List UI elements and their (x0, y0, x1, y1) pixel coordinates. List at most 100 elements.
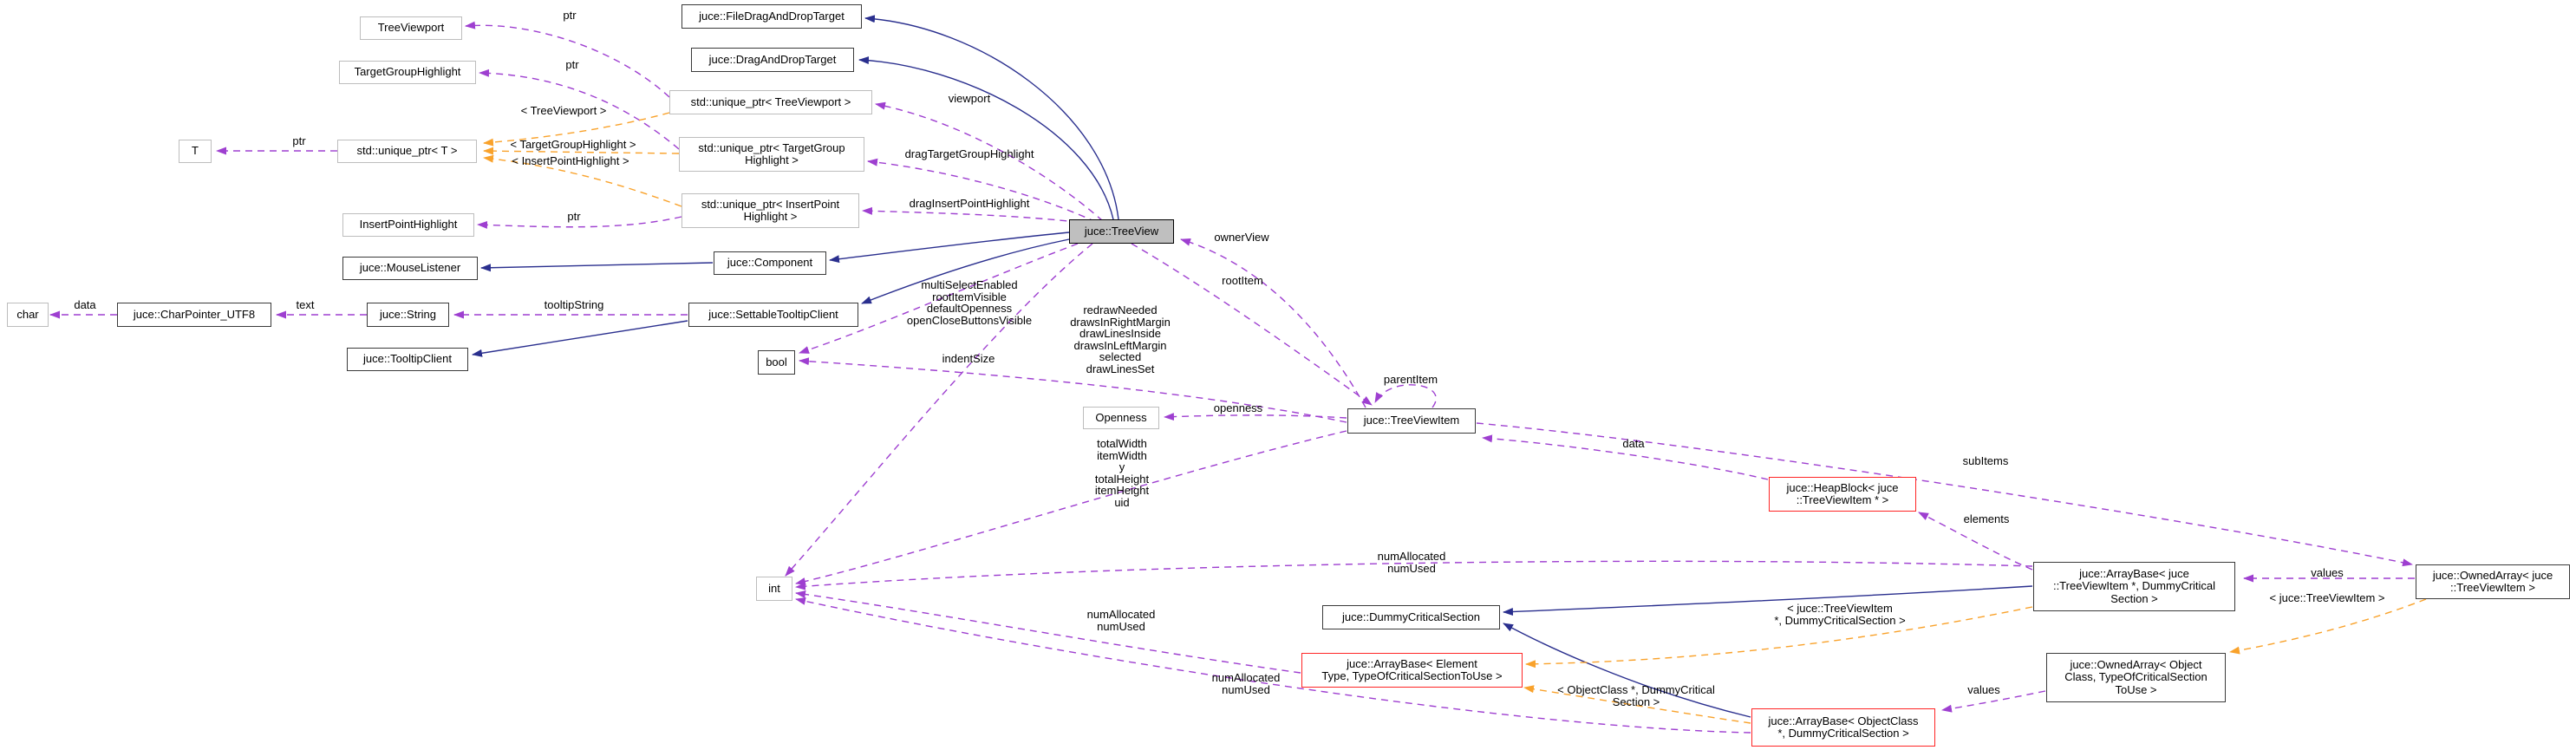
edge-TreeView-to-Component (829, 232, 1070, 264)
class-node-CharPointer_UTF8[interactable]: juce::CharPointer_UTF8 (117, 303, 271, 327)
class-node-label: Highlight > (743, 210, 798, 223)
class-node-label: juce::TreeView (1084, 224, 1159, 238)
edge-label-line: numUsed (1222, 682, 1270, 696)
class-node-label: int (768, 581, 780, 595)
edge-label-line: < InsertPointHighlight > (512, 154, 629, 167)
class-node-label: juce::Component (727, 256, 813, 270)
edge-ArrayBaseTVI-to-DummyCriticalSection (1503, 585, 2033, 616)
class-node-label: std::unique_ptr< InsertPoint (701, 197, 840, 211)
edge-label-line: uid (1114, 495, 1130, 509)
edge-label-line: openness (1213, 401, 1263, 414)
edge-TreeView-to-int (785, 243, 1093, 577)
edge-label-t_viewport: < TreeViewport > (521, 105, 607, 117)
class-node-label: juce::ArrayBase< juce (2079, 566, 2189, 580)
edge-label-line: data (74, 298, 96, 311)
class-node-label: Type, TypeOfCriticalSectionToUse > (1321, 669, 1503, 682)
edge-label-line: itemHeight (1094, 484, 1150, 497)
class-node-HeapBlock[interactable]: juce::HeapBlock< juce::TreeViewItem * > (1769, 477, 1916, 512)
edge-label-elements: elements (1964, 513, 2010, 525)
class-node-OwnedArrayTVI[interactable]: juce::OwnedArray< juce::TreeViewItem > (2416, 564, 2570, 599)
class-node-label: Highlight > (745, 153, 799, 166)
class-node-DummyCriticalSection[interactable]: juce::DummyCriticalSection (1322, 605, 1500, 629)
edge-label-openness: openness (1214, 402, 1262, 414)
edge-label-line: tooltipString (544, 298, 604, 311)
class-node-MouseListener[interactable]: juce::MouseListener (342, 257, 478, 280)
edge-OwnedArrayTVI-to-OwnedArrayObj (2229, 598, 2427, 655)
class-node-label: juce::TreeViewItem (1363, 414, 1460, 427)
class-node-String[interactable]: juce::String (367, 303, 449, 327)
class-node-TargetGroupHighlight: TargetGroupHighlight (339, 61, 476, 84)
class-node-label: juce::SettableTooltipClient (708, 307, 838, 321)
edge-label-values_a: values (2311, 567, 2344, 579)
edge-label-line: ptr (563, 9, 577, 22)
edge-OwnedArrayObj-to-ArrayBaseObj (1941, 690, 2046, 713)
edge-label-line: numAllocated (1211, 671, 1281, 684)
edge-label-line: < juce::TreeViewItem > (2269, 591, 2385, 604)
edge-label-line: drawLinesInside (1079, 327, 1161, 340)
edge-label-line: elements (1963, 512, 2010, 525)
edge-label-heap_data: data (1622, 438, 1644, 450)
class-node-Component[interactable]: juce::Component (714, 251, 826, 275)
class-node-label: InsertPointHighlight (359, 218, 458, 232)
edge-uptrTreeViewport-to-TreeViewport (465, 21, 670, 98)
edge-ArrayBaseObj-to-DummyCriticalSection (1503, 623, 1751, 718)
edge-label-parent_item: parentItem (1384, 374, 1438, 386)
edge-label-line: ptr (567, 210, 581, 223)
class-node-label: TargetGroupHighlight (354, 65, 461, 79)
class-node-bool: bool (758, 350, 795, 375)
edge-label-char_data: data (74, 299, 95, 311)
class-node-int: int (756, 577, 792, 601)
class-node-label: juce::MouseListener (359, 261, 461, 275)
edge-label-text: text (297, 299, 315, 311)
class-node-label: juce::DragAndDropTarget (708, 52, 837, 66)
edge-label-line: Section > (1612, 695, 1660, 708)
edge-label-ptr_insert: ptr (567, 211, 580, 223)
edge-label-line: multiSelectEnabled (921, 278, 1018, 291)
edge-TreeView-to-uptrTargetGroup (867, 158, 1097, 223)
class-node-FileDragAndDropTarget[interactable]: juce::FileDragAndDropTarget (681, 4, 862, 29)
edge-label-line: redrawNeeded (1083, 303, 1158, 316)
edge-label-drag_insert: dragInsertPointHighlight (910, 198, 1030, 210)
edge-TreeView-to-SettableTooltipClient (861, 238, 1070, 304)
class-node-TreeViewItem[interactable]: juce::TreeViewItem (1347, 408, 1476, 434)
edge-label-line: < juce::TreeViewItem (1787, 602, 1893, 615)
class-node-ArrayBaseTVI[interactable]: juce::ArrayBase< juce::TreeViewItem *, D… (2033, 562, 2235, 611)
class-node-label: juce::FileDragAndDropTarget (699, 9, 845, 23)
edge-TreeView-to-uptrTreeViewport (875, 101, 1104, 222)
edge-label-line: drawsInLeftMargin (1073, 338, 1167, 352)
class-node-uptrTreeViewport: std::unique_ptr< TreeViewport > (669, 90, 872, 114)
edge-label-line: < ObjectClass *, DummyCritical (1557, 683, 1715, 696)
edge-TreeView-to-uptrInsertPoint (862, 206, 1092, 225)
edge-label-line: indentSize (942, 352, 995, 365)
class-node-SettableTooltipClient[interactable]: juce::SettableTooltipClient (688, 303, 858, 327)
class-node-label: juce::HeapBlock< juce (1786, 480, 1899, 494)
edge-label-line: numUsed (1387, 561, 1436, 575)
class-node-TreeViewport: TreeViewport (360, 16, 462, 40)
edge-label-line: totalHeight (1094, 472, 1150, 486)
class-node-TooltipClient[interactable]: juce::TooltipClient (347, 348, 468, 371)
class-node-label: T (192, 144, 199, 158)
edge-ArrayBaseTVI-to-HeapBlock (1918, 512, 2033, 571)
class-node-label: *, DummyCriticalSection > (1777, 727, 1909, 740)
edge-label-line: totalWidth (1097, 437, 1147, 450)
edge-label-line: defaultOpenness (926, 302, 1013, 315)
class-node-ArrayBaseObj[interactable]: juce::ArrayBase< ObjectClass*, DummyCrit… (1751, 708, 1935, 747)
edge-label-line: ptr (565, 58, 579, 71)
edge-label-line: ptr (292, 134, 306, 147)
class-node-Openness: Openness (1083, 407, 1159, 429)
edge-label-line: itemWidth (1097, 448, 1147, 462)
class-node-label: juce::DummyCriticalSection (1342, 610, 1480, 623)
edge-TreeViewItem-to-bool (799, 357, 1347, 423)
class-node-label: juce::OwnedArray< Object (2070, 657, 2202, 671)
class-node-DragAndDropTarget[interactable]: juce::DragAndDropTarget (691, 48, 854, 72)
